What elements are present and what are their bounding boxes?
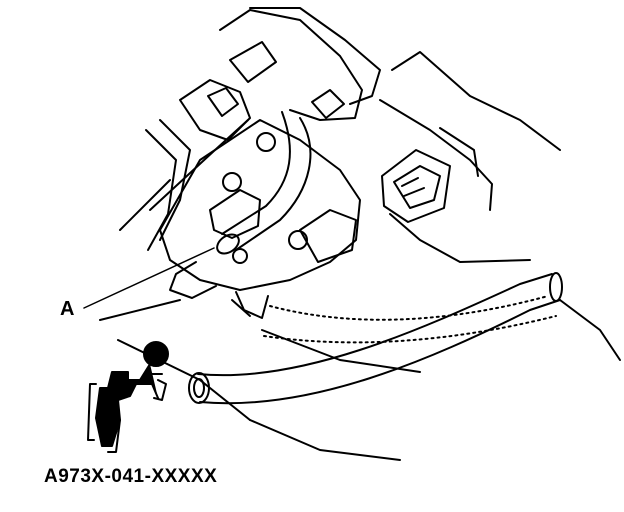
valve-body: [159, 119, 361, 319]
body-panel-lines: [99, 7, 621, 461]
callout-leader-a: [83, 247, 215, 309]
part-label-a: A: [60, 298, 75, 320]
hose-routing-dotted: [263, 295, 557, 344]
electrical-connector: [381, 149, 451, 223]
vacuum-hose: [188, 272, 563, 405]
vacuum-pump-gauge-tool-icon: [87, 341, 169, 453]
upper-hose: [216, 111, 312, 255]
tool-part-number: A973X-041-XXXXX: [44, 466, 218, 487]
engine-component-upper: [145, 9, 363, 251]
